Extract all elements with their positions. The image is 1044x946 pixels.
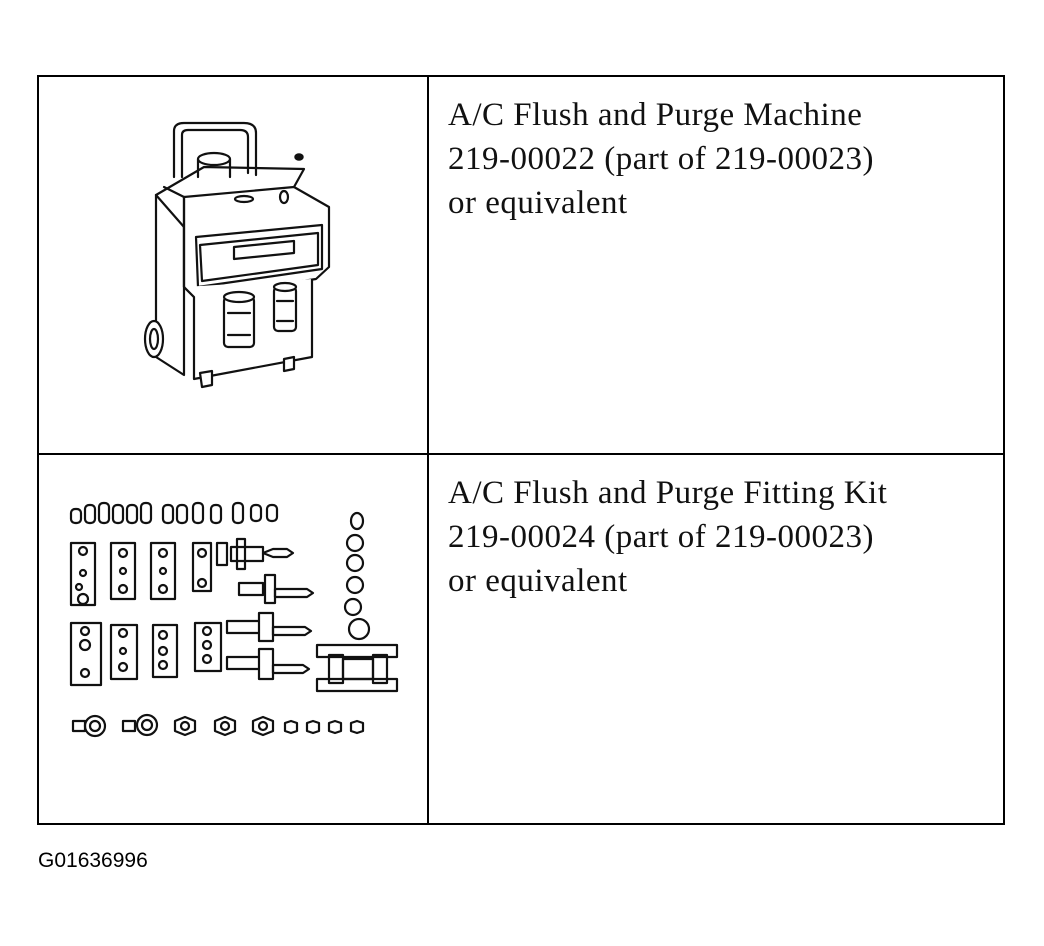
machine-text-cell: A/C Flush and Purge Machine 219-00022 (p… — [429, 77, 1003, 453]
tool-table: A/C Flush and Purge Machine 219-00022 (p… — [37, 75, 1005, 825]
fitting-kit-part-number: 219-00024 (part of 219-00023) — [448, 519, 875, 555]
machine-description: A/C Flush and Purge Machine 219-00022 (p… — [448, 93, 1003, 225]
fitting-kit-description: A/C Flush and Purge Fitting Kit 219-0002… — [448, 471, 1003, 603]
machine-illustration-cell — [39, 77, 429, 453]
fitting-kit-note: or equivalent — [448, 563, 628, 599]
figure-code: G01636996 — [38, 849, 148, 872]
flush-purge-machine-illustration — [143, 121, 331, 389]
tool-row-fitting-kit: A/C Flush and Purge Fitting Kit 219-0002… — [39, 455, 1003, 823]
fitting-kit-title: A/C Flush and Purge Fitting Kit — [448, 475, 888, 511]
fitting-kit-illustration-cell — [39, 455, 429, 823]
machine-part-number: 219-00022 (part of 219-00023) — [448, 141, 875, 177]
machine-title: A/C Flush and Purge Machine — [448, 97, 863, 133]
machine-note: or equivalent — [448, 185, 628, 221]
fitting-kit-text-cell: A/C Flush and Purge Fitting Kit 219-0002… — [429, 455, 1003, 823]
fitting-kit-illustration — [69, 501, 399, 738]
tool-row-machine: A/C Flush and Purge Machine 219-00022 (p… — [39, 77, 1003, 455]
